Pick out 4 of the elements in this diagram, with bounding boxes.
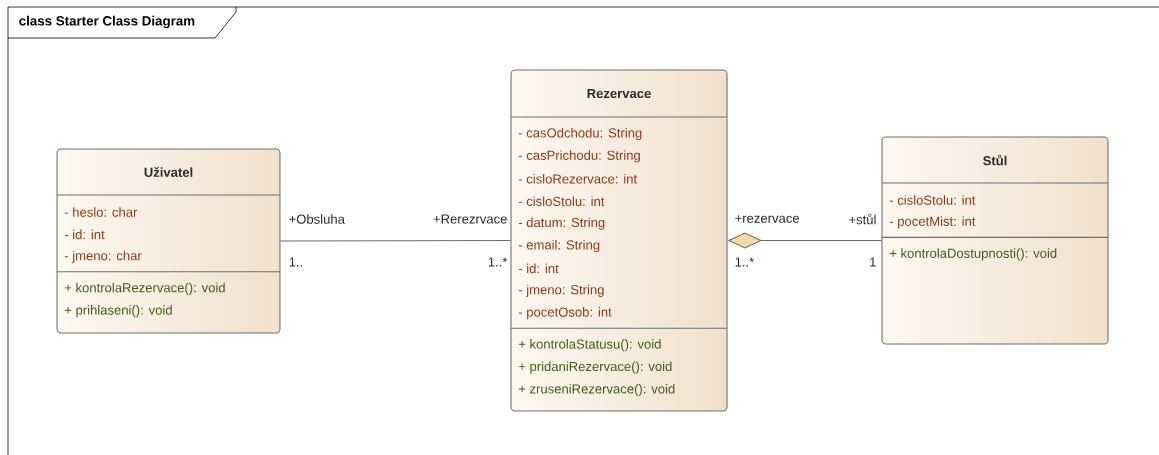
association-line <box>279 239 511 242</box>
class-box: Stůl - cisloStolu: int - pocetMist: int + kontrolaDostupnosti(): void <box>881 136 1109 345</box>
class-box: Uživatel - heslo: char - id: int - jmeno: char + kontrolaRezervace(): void + prihlaseni(): void <box>56 148 281 334</box>
class-box: Rezervace - casOdchodu: String - casPrichodu: String - cisloRezervace: int - cisloStolu: int - datum: String - email: String - id: int - jmeno: String - pocetOsob: int + kontrolaStatusu(): void + pridaniRezervace(): void + zruseniRezervace(): void <box>510 69 728 412</box>
